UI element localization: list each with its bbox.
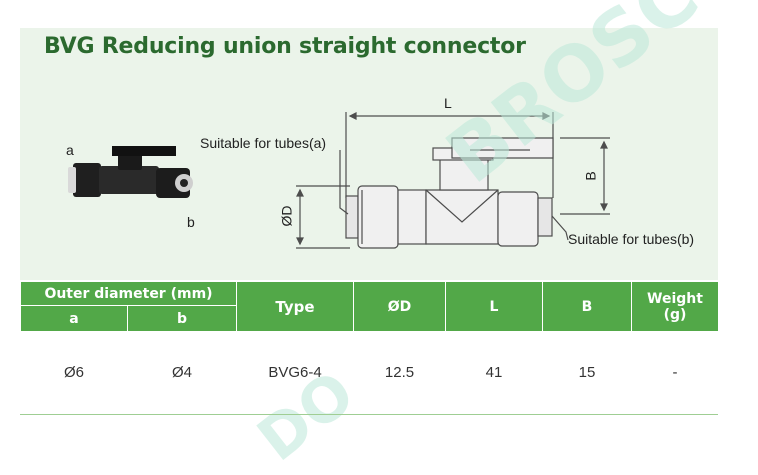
photo-label-a: a	[66, 142, 74, 158]
photo-label-b: b	[187, 214, 195, 230]
page-title: BVG Reducing union straight connector	[44, 34, 526, 59]
cell-type: BVG6-4	[268, 363, 322, 381]
dimension-label-d: ØD	[278, 205, 295, 227]
header-weight-label: Weight	[647, 290, 703, 307]
header-b: b	[127, 305, 237, 332]
cell-b-dim: 15	[578, 363, 596, 381]
cell-l: 41	[485, 363, 503, 381]
dimension-label-b: B	[582, 171, 599, 181]
product-figure	[68, 112, 610, 249]
table-row: Ø6 Ø4 BVG6-4 12.5 41 15 -	[21, 332, 719, 413]
header-outer-diameter: Outer diameter (mm)	[20, 281, 237, 306]
header-weight-unit: (g)	[663, 306, 687, 323]
product-photo	[68, 146, 193, 198]
dimension-label-l: L	[444, 95, 452, 111]
header-a: a	[20, 305, 128, 332]
cell-b: Ø4	[171, 363, 192, 381]
cell-a: Ø6	[63, 363, 84, 381]
spec-table: Outer diameter (mm) Type ØD L B Weight (…	[20, 281, 719, 412]
header-d: ØD	[353, 281, 446, 332]
header-b-dim: B	[542, 281, 632, 332]
header-weight: Weight (g)	[631, 281, 719, 332]
cell-d: 12.5	[384, 363, 415, 381]
header-type: Type	[236, 281, 354, 332]
tube-b-label: Suitable for tubes(b)	[568, 231, 695, 247]
cell-weight: -	[672, 363, 678, 381]
tube-a-label: Suitable for tubes(a)	[200, 135, 327, 151]
header-l: L	[445, 281, 543, 332]
table-bottom-rule	[20, 414, 718, 415]
technical-drawing	[296, 112, 610, 249]
